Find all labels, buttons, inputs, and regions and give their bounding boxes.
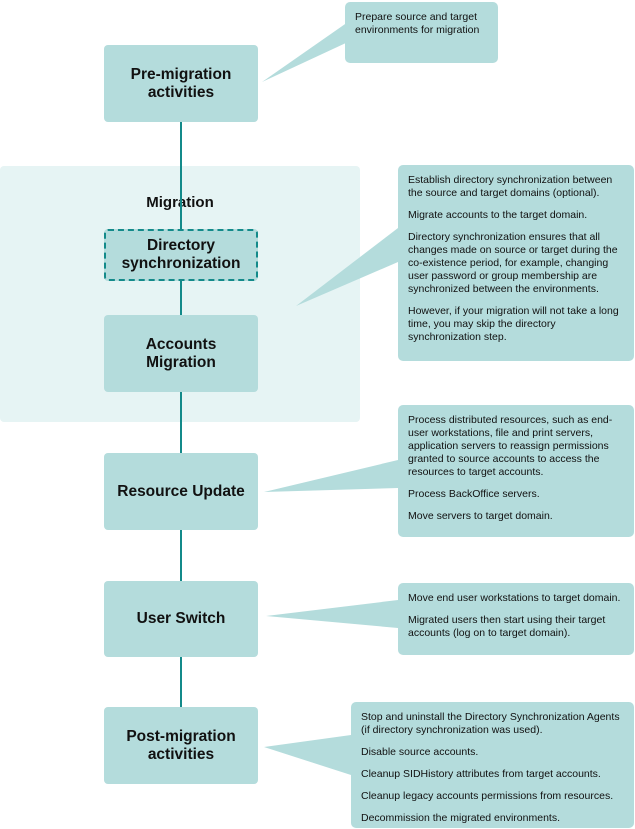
note-user-switch: Move end user workstations to target dom… <box>398 583 634 655</box>
note-text: Prepare source and target environments f… <box>355 11 480 36</box>
step-user-switch: User Switch <box>104 581 258 657</box>
note-text: Process distributed resources, such as e… <box>408 414 613 478</box>
note-text: Disable source accounts. <box>361 746 479 758</box>
note-text: Migrated users then start using their ta… <box>408 614 606 639</box>
step-directory-synchronization: Directory synchronization <box>104 229 258 281</box>
step-resource-update: Resource Update <box>104 453 258 530</box>
connector-line <box>180 530 182 581</box>
note-post-migration: Stop and uninstall the Directory Synchro… <box>351 702 634 828</box>
step-label: Resource Update <box>117 482 245 500</box>
note-text: Process BackOffice servers. <box>408 488 540 500</box>
callout-tail-migration <box>296 228 398 306</box>
callout-tail-pre-migration <box>262 22 348 82</box>
step-post-migration: Post-migration activities <box>104 707 258 784</box>
note-text: Move end user workstations to target dom… <box>408 592 621 604</box>
callout-tail-post-migration <box>264 735 351 775</box>
callout-tail-resource-update <box>264 460 398 492</box>
note-text: Move servers to target domain. <box>408 510 553 522</box>
note-text: Cleanup legacy accounts permissions from… <box>361 790 614 802</box>
step-label: User Switch <box>136 610 226 627</box>
note-text: Stop and uninstall the Directory Synchro… <box>361 711 620 736</box>
step-label: Post-migration activities <box>126 727 236 763</box>
note-migration: Establish directory synchronization betw… <box>398 165 634 361</box>
step-label: Pre-migration activities <box>130 65 232 101</box>
note-text: Cleanup SIDHistory attributes from targe… <box>361 768 601 780</box>
step-accounts-migration: Accounts Migration <box>104 315 258 392</box>
note-text: However, if your migration will not take… <box>408 305 619 343</box>
note-text: Establish directory synchronization betw… <box>408 174 613 199</box>
note-text: Migrate accounts to the target domain. <box>408 209 588 221</box>
connector-line <box>180 122 182 229</box>
callout-tail-user-switch <box>266 600 398 628</box>
connector-line <box>180 281 182 315</box>
note-resource-update: Process distributed resources, such as e… <box>398 405 634 537</box>
step-label: Directory synchronization <box>121 237 241 272</box>
note-text: Decommission the migrated environments. <box>361 812 560 824</box>
step-pre-migration: Pre-migration activities <box>104 45 258 122</box>
connector-line <box>180 392 182 453</box>
step-label: Accounts Migration <box>145 335 217 371</box>
note-pre-migration: Prepare source and target environments f… <box>345 2 498 63</box>
connector-line <box>180 657 182 707</box>
note-text: Directory synchronization ensures that a… <box>408 231 618 295</box>
